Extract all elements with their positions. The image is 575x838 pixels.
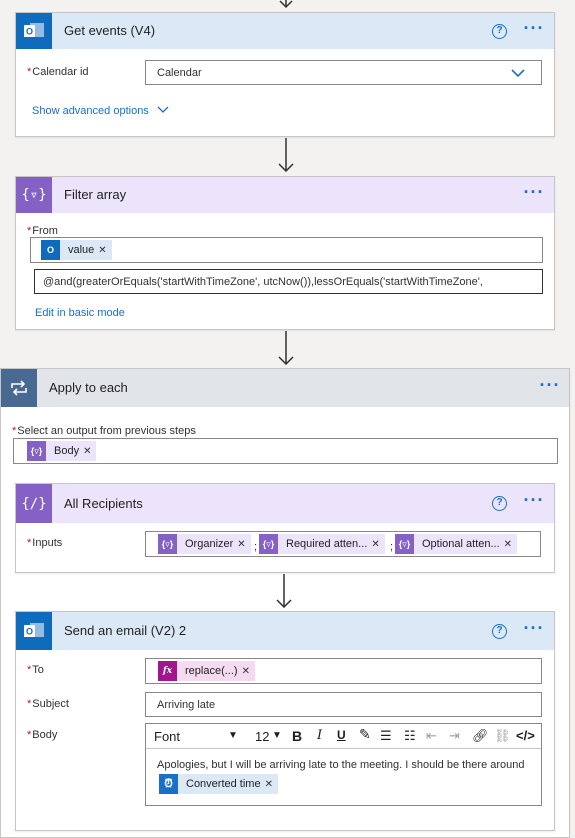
- data-operation-icon: {▿}: [395, 534, 414, 554]
- outlook-icon: O: [16, 612, 52, 650]
- compose-icon: {∕}: [16, 484, 52, 523]
- unlink-icon[interactable]: ⛓︎: [494, 728, 511, 743]
- send-email-header[interactable]: O Send an email (V2) 2 ? ···: [16, 612, 554, 650]
- decrease-indent-icon[interactable]: ⇤: [426, 728, 437, 743]
- clock-icon: ⏰︎: [159, 774, 178, 794]
- bullet-list-icon[interactable]: ☰: [380, 728, 392, 743]
- all-recipients-header[interactable]: {∕} All Recipients ? ···: [16, 484, 554, 523]
- loop-icon: [1, 369, 37, 407]
- send-email-title: Send an email (V2) 2: [64, 623, 187, 638]
- data-operation-icon: {▿}: [259, 534, 278, 554]
- body-text: Apologies, but I will be arriving late t…: [157, 759, 525, 771]
- required-attendees-token[interactable]: {▿} Required atten... ✕: [259, 534, 385, 554]
- subject-label: *Subject: [27, 698, 69, 710]
- apply-to-each-title: Apply to each: [49, 380, 128, 395]
- data-operation-icon: {▿}: [27, 441, 46, 461]
- more-options-icon[interactable]: ···: [539, 375, 561, 395]
- show-advanced-options-link[interactable]: Show advanced options: [32, 105, 169, 117]
- expression-field[interactable]: @and(greaterOrEquals('startWithTimeZone'…: [34, 269, 543, 294]
- chevron-down-icon[interactable]: ▼: [272, 730, 282, 741]
- numbered-list-icon[interactable]: ☷: [404, 728, 416, 743]
- data-operation-icon: {▿}: [158, 534, 177, 554]
- outlook-icon: O: [16, 13, 52, 49]
- calendar-id-label: *Calendar id: [27, 66, 89, 78]
- inputs-label: *Inputs: [27, 537, 63, 549]
- from-field[interactable]: O value ✕: [30, 237, 543, 263]
- get-events-title: Get events (V4): [64, 23, 156, 38]
- get-events-header[interactable]: O Get events (V4) ? ···: [16, 13, 554, 49]
- outlook-icon: O: [41, 240, 60, 260]
- to-field[interactable]: fx replace(...) ✕: [145, 658, 542, 684]
- flow-arrow-top: [279, 0, 293, 9]
- body-editor[interactable]: Font ▼ 12 ▼ B I U ✎ ☰ ☷ ⇤ ⇥ 🔗︎ ⛓︎ </> Ap…: [145, 723, 542, 806]
- remove-token-icon[interactable]: ✕: [237, 538, 246, 550]
- replace-expression-token[interactable]: fx replace(...) ✕: [158, 661, 255, 681]
- value-token[interactable]: O value ✕: [41, 240, 112, 260]
- select-output-label: *Select an output from previous steps: [12, 425, 196, 437]
- help-icon[interactable]: ?: [492, 624, 507, 639]
- all-recipients-card[interactable]: {∕} All Recipients ? ··· *Inputs {▿} Org…: [15, 483, 555, 573]
- chevron-down-icon: [157, 106, 169, 113]
- help-icon[interactable]: ?: [492, 496, 507, 511]
- function-icon: fx: [158, 661, 177, 681]
- underline-icon[interactable]: U: [337, 728, 346, 742]
- rich-text-toolbar: Font ▼ 12 ▼ B I U ✎ ☰ ☷ ⇤ ⇥ 🔗︎ ⛓︎ </>: [146, 724, 541, 749]
- remove-token-icon[interactable]: ✕: [264, 778, 273, 790]
- calendar-id-dropdown[interactable]: Calendar: [145, 60, 542, 85]
- flow-arrow: [276, 574, 292, 608]
- help-icon[interactable]: ?: [492, 24, 507, 39]
- more-options-icon[interactable]: ···: [523, 18, 545, 38]
- filter-array-header[interactable]: {▿} Filter array ···: [16, 177, 554, 213]
- select-output-field[interactable]: {▿} Body ✕: [13, 438, 558, 464]
- font-size-dropdown[interactable]: 12: [255, 729, 270, 744]
- filter-array-card[interactable]: {▿} Filter array ··· *From O value ✕ @an…: [15, 176, 555, 330]
- subject-input[interactable]: Arriving late: [145, 692, 542, 717]
- optional-attendees-token[interactable]: {▿} Optional atten... ✕: [395, 534, 518, 554]
- chevron-down-icon[interactable]: ▼: [228, 730, 238, 741]
- remove-token-icon[interactable]: ✕: [83, 445, 92, 457]
- increase-indent-icon[interactable]: ⇥: [449, 728, 460, 743]
- more-options-icon[interactable]: ···: [523, 182, 545, 202]
- flow-arrow: [278, 138, 294, 172]
- more-options-icon[interactable]: ···: [523, 490, 545, 510]
- apply-to-each-header[interactable]: Apply to each ···: [1, 369, 569, 407]
- body-label: *Body: [27, 729, 58, 741]
- pen-icon[interactable]: ✎: [359, 726, 371, 742]
- organizer-token[interactable]: {▿} Organizer ✕: [158, 534, 251, 554]
- code-view-icon[interactable]: </>: [516, 728, 535, 743]
- body-token[interactable]: {▿} Body ✕: [27, 441, 97, 461]
- italic-icon[interactable]: I: [317, 728, 323, 743]
- svg-text:O: O: [26, 627, 33, 637]
- to-label: *To: [27, 664, 44, 676]
- font-dropdown[interactable]: Font: [154, 729, 181, 744]
- inputs-field[interactable]: {▿} Organizer ✕ ; {▿} Required atten... …: [145, 531, 541, 557]
- converted-time-token[interactable]: ⏰︎ Converted time ✕: [159, 774, 278, 794]
- link-icon[interactable]: 🔗︎: [472, 728, 489, 743]
- remove-token-icon[interactable]: ✕: [371, 538, 380, 550]
- token-separator: ;: [254, 541, 258, 553]
- remove-token-icon[interactable]: ✕: [98, 244, 107, 256]
- filter-icon: {▿}: [16, 177, 52, 213]
- from-label: *From: [27, 225, 58, 237]
- edit-in-basic-mode-link[interactable]: Edit in basic mode: [35, 307, 125, 319]
- flow-arrow: [278, 331, 294, 365]
- token-separator: ;: [390, 541, 394, 553]
- remove-token-icon[interactable]: ✕: [503, 538, 513, 550]
- remove-token-icon[interactable]: ✕: [241, 665, 250, 677]
- filter-array-title: Filter array: [64, 187, 127, 202]
- chevron-down-icon: [511, 69, 525, 78]
- get-events-card[interactable]: O Get events (V4) ? ··· *Calendar id Cal…: [15, 12, 555, 137]
- all-recipients-title: All Recipients: [64, 496, 143, 511]
- bold-icon[interactable]: B: [292, 728, 303, 744]
- expression-text: @and(greaterOrEquals('startWithTimeZone'…: [43, 276, 483, 288]
- send-email-card[interactable]: O Send an email (V2) 2 ? ··· *To fx repl…: [15, 611, 555, 831]
- svg-text:O: O: [26, 27, 33, 37]
- more-options-icon[interactable]: ···: [523, 618, 545, 638]
